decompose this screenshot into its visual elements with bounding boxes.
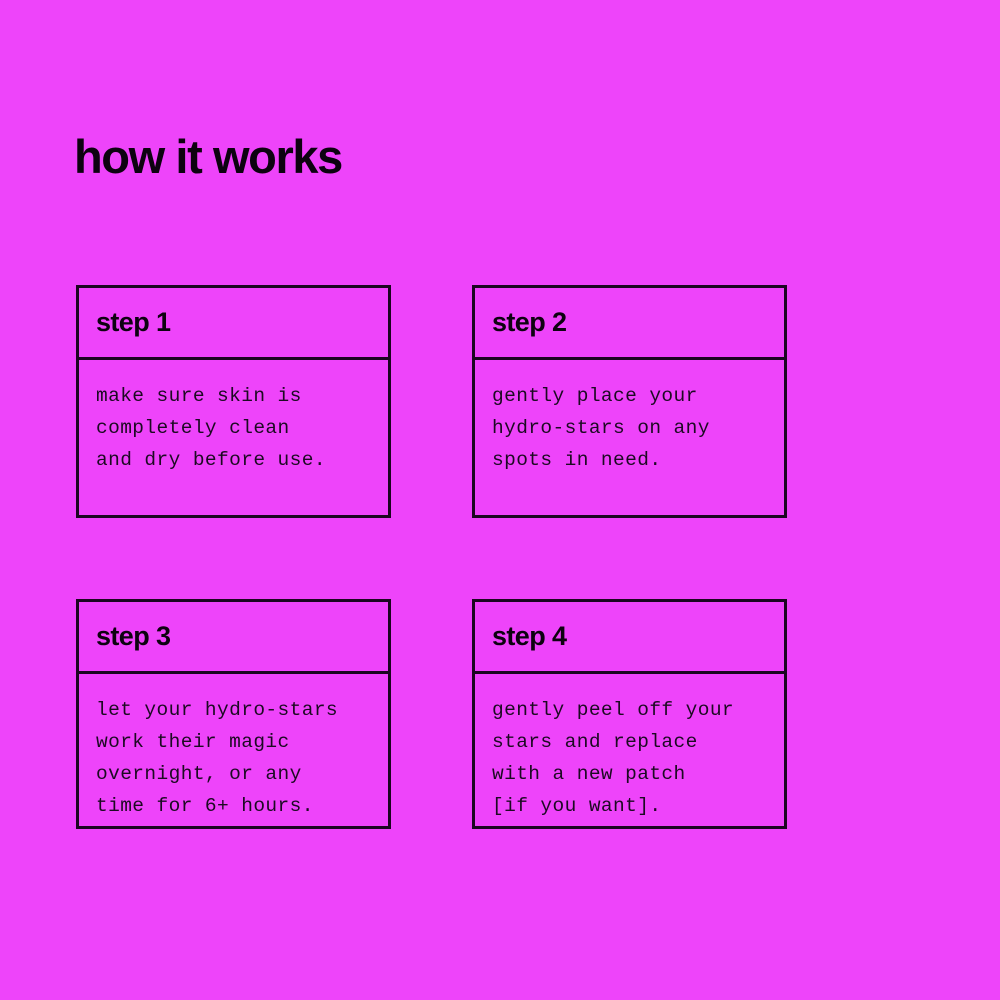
step-card-3-text: let your hydro-stars work their magic ov… — [96, 699, 339, 817]
step-card-2-text: gently place your hydro-stars on any spo… — [492, 385, 710, 471]
page-title: how it works — [74, 130, 343, 184]
step-card-4-body: gently peel off your stars and replace w… — [475, 674, 784, 836]
step-card-4-header: step 4 — [475, 602, 784, 674]
step-card-1-text: make sure skin is completely clean and d… — [96, 385, 326, 471]
steps-grid: step 1 make sure skin is completely clea… — [76, 285, 787, 829]
step-card-3-body: let your hydro-stars work their magic ov… — [79, 674, 388, 836]
step-card-1: step 1 make sure skin is completely clea… — [76, 285, 391, 518]
step-card-4: step 4 gently peel off your stars and re… — [472, 599, 787, 829]
step-card-2-body: gently place your hydro-stars on any spo… — [475, 360, 784, 515]
step-card-4-text: gently peel off your stars and replace w… — [492, 699, 735, 817]
step-card-1-label: step 1 — [96, 307, 171, 337]
step-card-1-body: make sure skin is completely clean and d… — [79, 360, 388, 515]
step-card-4-label: step 4 — [492, 621, 567, 651]
step-card-2-header: step 2 — [475, 288, 784, 360]
step-card-3-label: step 3 — [96, 621, 171, 651]
step-card-2-label: step 2 — [492, 307, 567, 337]
step-card-3: step 3 let your hydro-stars work their m… — [76, 599, 391, 829]
step-card-1-header: step 1 — [79, 288, 388, 360]
step-card-3-header: step 3 — [79, 602, 388, 674]
step-card-2: step 2 gently place your hydro-stars on … — [472, 285, 787, 518]
